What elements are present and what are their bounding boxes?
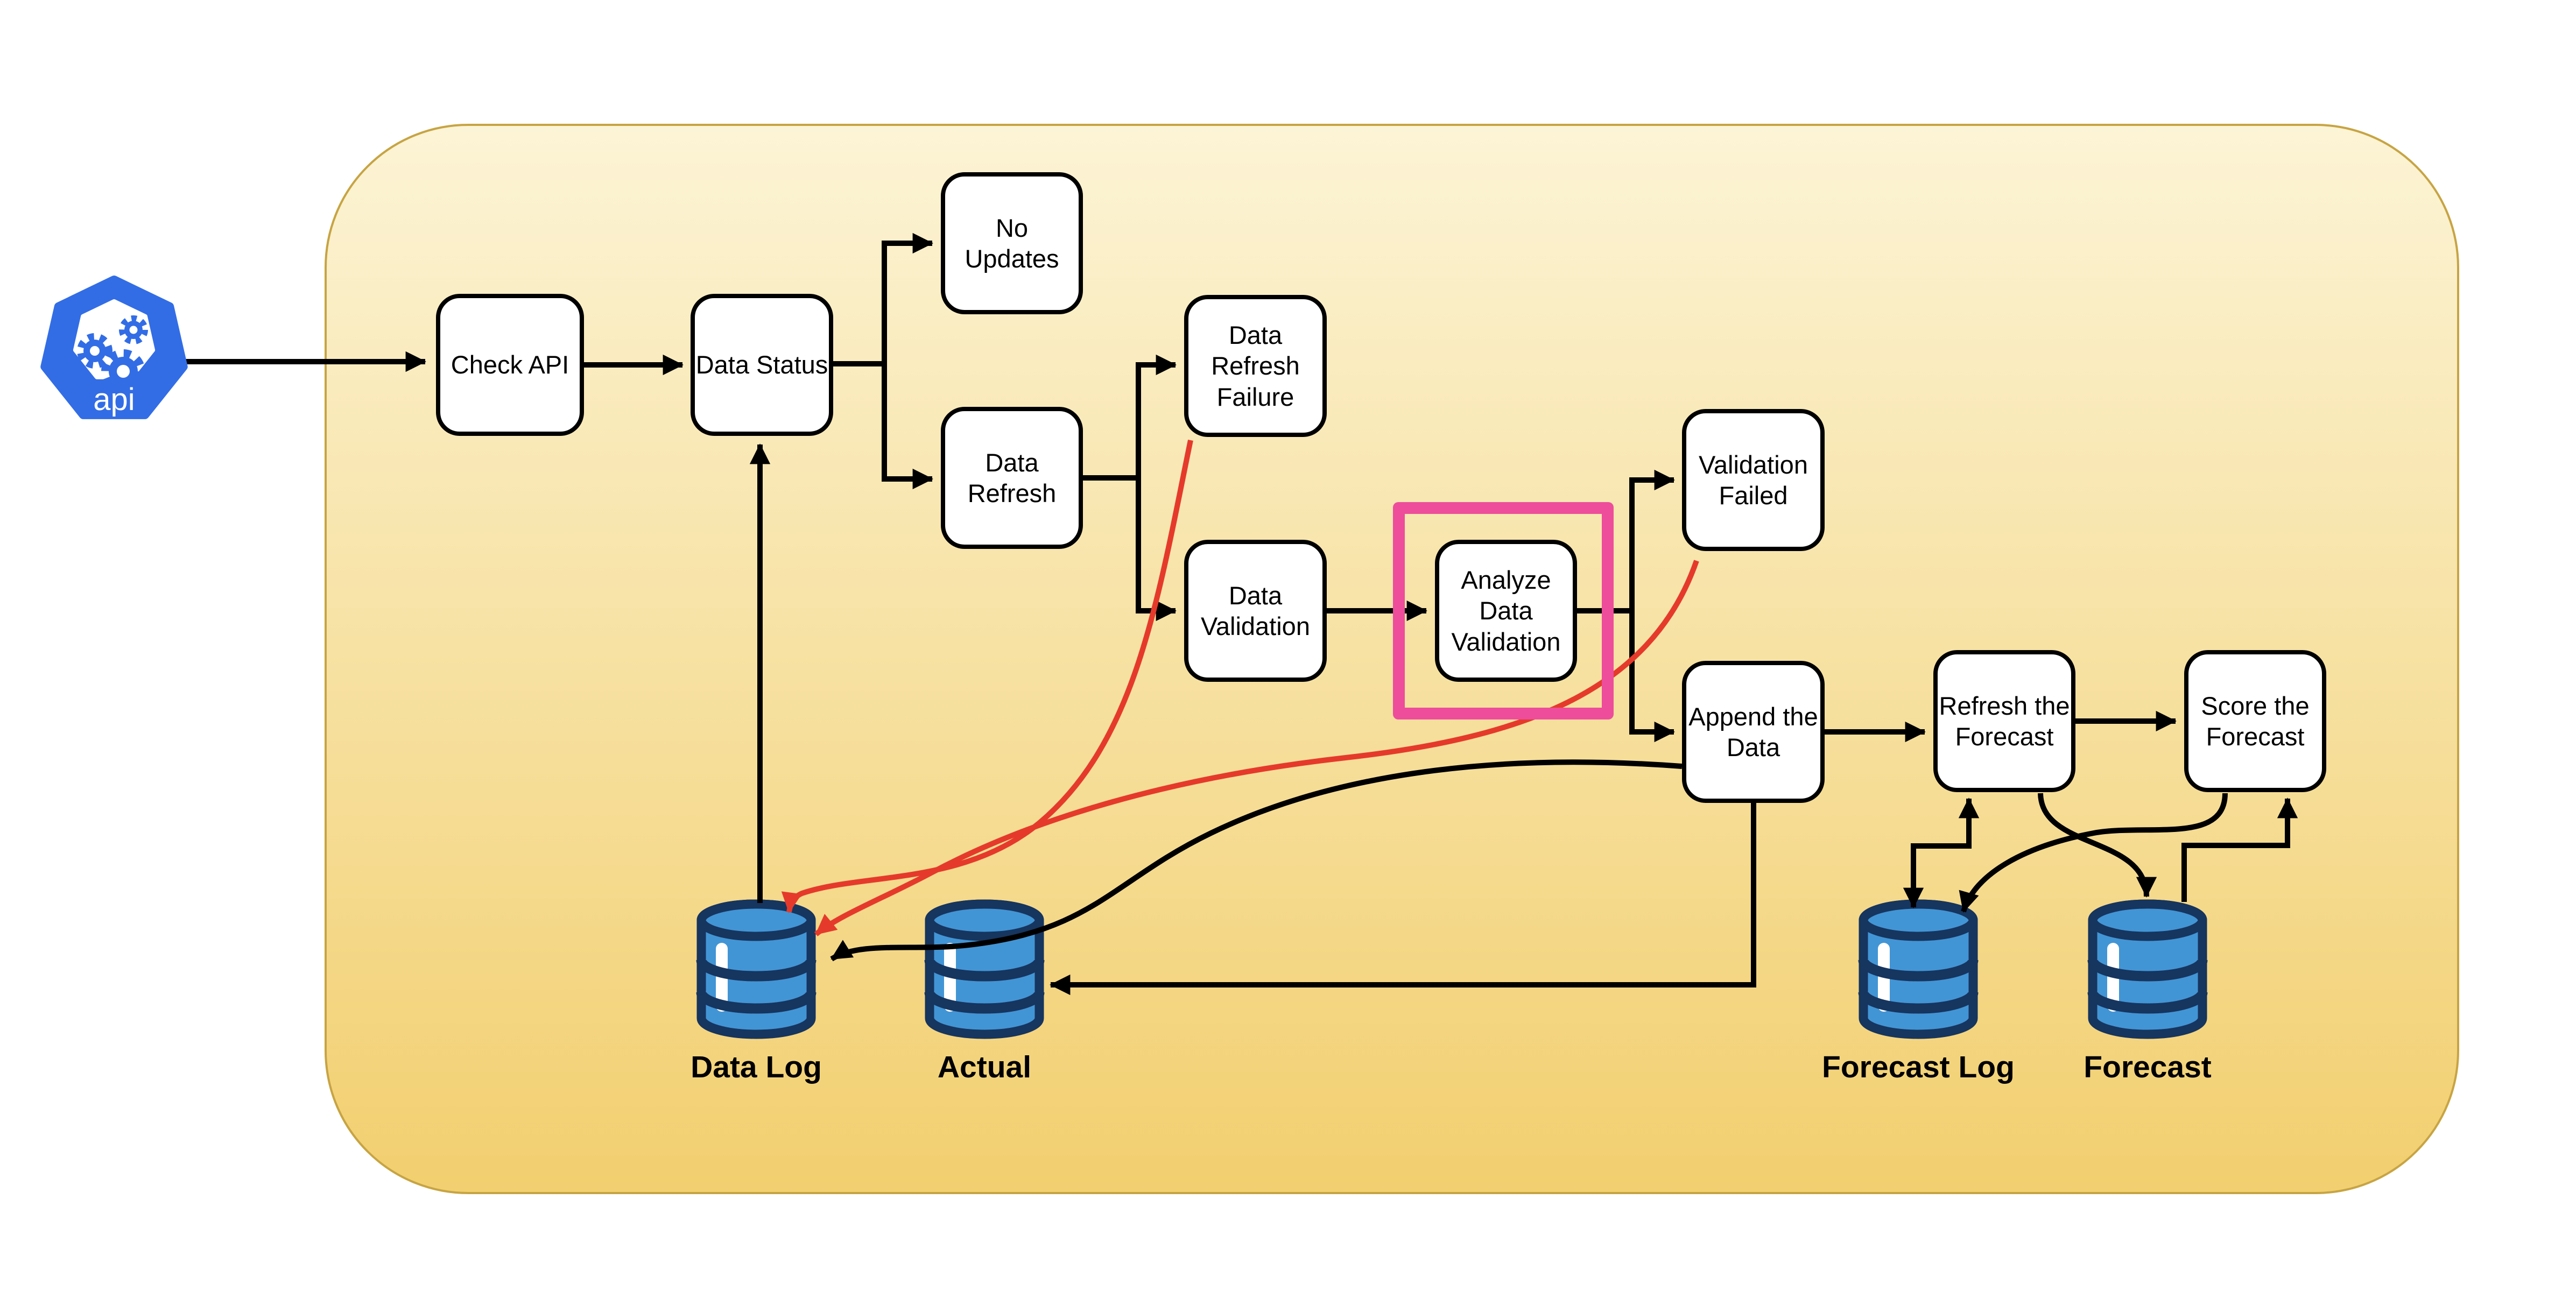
node-label: Data Validation [1201,581,1310,640]
edge-data-status-to-no-updates [833,232,933,366]
edge-analyze-to-append [1629,611,1675,743]
edge-append-to-actual [1050,803,1756,996]
node-label: No Updates [965,213,1059,273]
api-icon-label: api [93,382,135,417]
api-source-icon: api [40,276,188,419]
node-append-the-data: Append the Data [1682,661,1825,803]
node-label: Refresh the Forecast [1939,691,2070,751]
node-label: Score the Forecast [2201,691,2310,751]
node-label: Data Status [695,350,828,379]
edge-refresh-forecast-to-forecast [2038,793,2157,898]
node-data-refresh-failure: Data Refresh Failure [1184,295,1327,437]
node-analyze-data-validation: Analyze Data Validation [1435,540,1577,682]
datastore-label-forecast: Forecast [2084,1050,2212,1084]
node-data-refresh: Data Refresh [941,407,1083,549]
datastore-label-forecast-log: Forecast Log [1822,1050,2015,1084]
database-icon-data-log [696,899,817,1039]
edge-data-refresh-to-refresh-failure [1083,354,1177,481]
node-label: Validation Failed [1699,450,1808,510]
edge-data-refresh-to-data-validation [1136,478,1177,622]
edge-validation-failed-to-data-log-red [814,560,1699,936]
node-label: Data Refresh [967,448,1057,507]
node-label: Data Refresh Failure [1211,321,1300,411]
gear-icon [119,315,148,344]
edge-forecast-log-refresh-forecast-bidirectional [1903,798,1980,908]
node-label: Check API [451,350,569,379]
node-refresh-the-forecast: Refresh the Forecast [1933,650,2075,792]
database-icon-forecast [2087,899,2208,1039]
database-icon-forecast-log [1858,899,1979,1039]
node-data-status: Data Status [691,294,833,436]
gear-icon [101,349,145,393]
node-score-the-forecast: Score the Forecast [2184,650,2326,792]
node-check-api: Check API [436,294,584,436]
node-validation-failed: Validation Failed [1682,409,1825,551]
highlight-frame-analyze-data-validation [1393,502,1614,719]
gear-icon [77,333,112,369]
datastore-label-actual: Actual [937,1050,1032,1084]
edge-append-to-data-log [830,759,1683,962]
node-data-validation: Data Validation [1184,540,1327,682]
node-no-updates: No Updates [941,172,1083,314]
edge-score-forecast-to-forecast-log [1959,793,2228,913]
datastore-label-data-log: Data Log [691,1050,822,1084]
edge-forecast-to-score-forecast [2181,798,2298,902]
node-label: Append the Data [1688,702,1818,761]
edge-data-status-to-data-refresh [882,364,933,490]
node-label: Analyze Data Validation [1451,566,1561,656]
database-icon-actual [924,899,1045,1039]
